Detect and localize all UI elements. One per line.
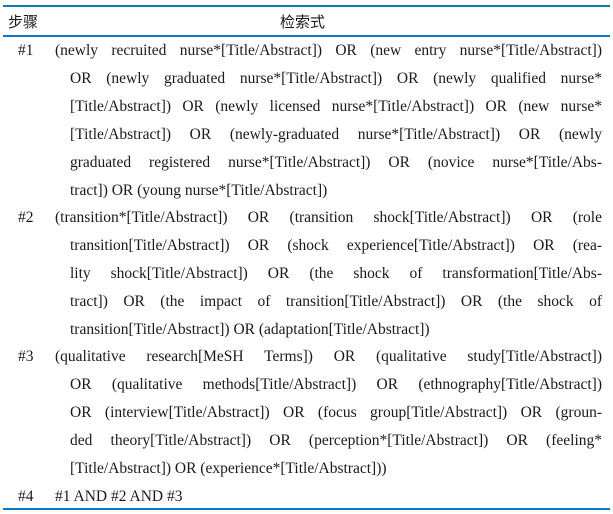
step-label: #3: [18, 348, 34, 365]
query-line: [Title/Abstract]) OR (newly-graduated nu…: [70, 126, 602, 143]
query-line: OR (qualitative methods[Title/Abstract])…: [70, 376, 602, 393]
query-line: OR (newly graduated nurse*[Title/Abstrac…: [70, 70, 602, 87]
query-line: transition[Title/Abstract]) OR (adaptati…: [70, 321, 430, 338]
query-line: [Title/Abstract]) OR (experience*[Title/…: [70, 460, 387, 477]
step-label: #2: [18, 209, 34, 226]
query-line: (newly recruited nurse*[Title/Abstract])…: [55, 42, 602, 59]
query-line: transition[Title/Abstract]) OR (shock ex…: [70, 237, 602, 254]
header-query: 检索式: [280, 13, 326, 31]
query-line: tract]) OR (young nurse*[Title/Abstract]…: [70, 182, 328, 199]
query-line: (transition*[Title/Abstract]) OR (transi…: [55, 209, 602, 226]
top-rule: [3, 5, 610, 7]
query-line: (qualitative research[MeSH Terms]) OR (q…: [55, 348, 602, 365]
query-line: lity shock[Title/Abstract]) OR (the shoc…: [70, 265, 602, 282]
bottom-rule: [3, 508, 610, 510]
query-line: tract]) OR (the impact of transition[Tit…: [70, 293, 602, 310]
header-step: 步骤: [8, 13, 39, 31]
query-line: graduated registered nurse*[Title/Abstra…: [70, 154, 602, 171]
step-label: #1: [18, 42, 34, 59]
query-line: OR (interview[Title/Abstract]) OR (focus…: [70, 404, 602, 421]
header-rule: [3, 35, 610, 37]
query-line: ded theory[Title/Abstract]) OR (percepti…: [70, 432, 602, 449]
step-label: #4: [18, 488, 34, 505]
query-line: #1 AND #2 AND #3: [55, 488, 183, 505]
query-line: [Title/Abstract]) OR (newly licensed nur…: [70, 98, 602, 115]
